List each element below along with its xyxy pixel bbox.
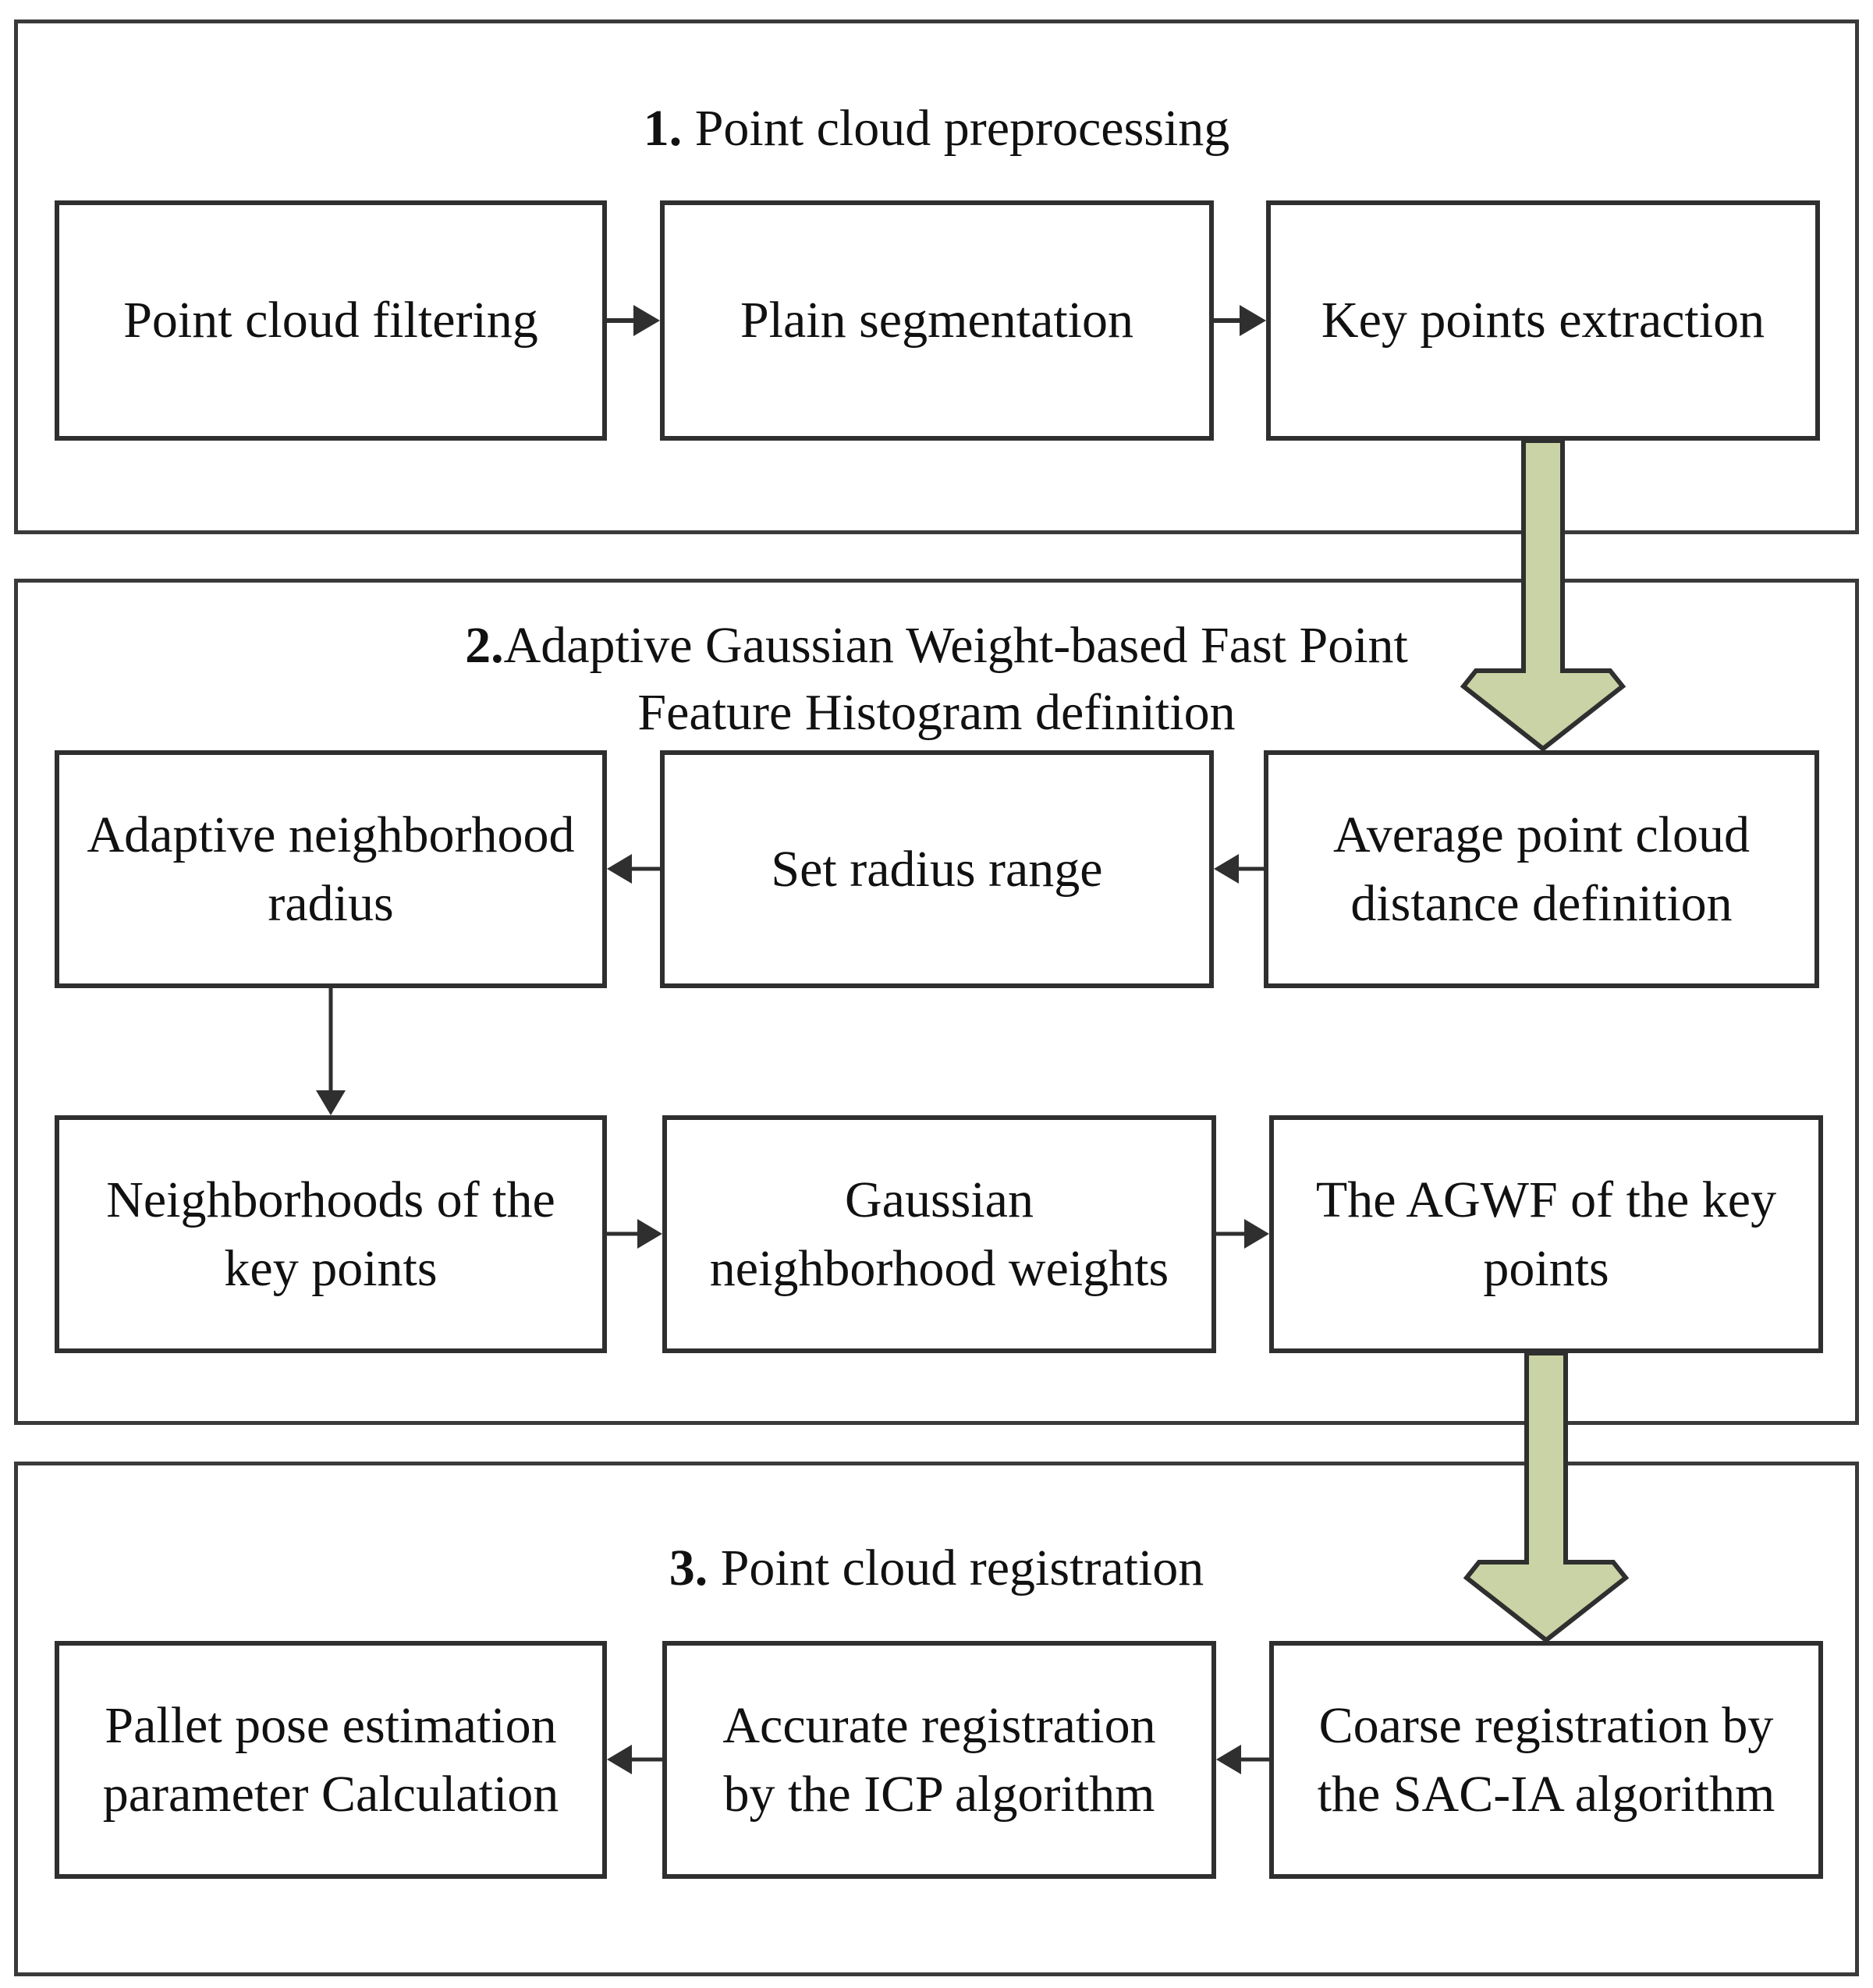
box-key-points-extraction: Key points extraction <box>1266 200 1820 441</box>
section-3-title: 3. Point cloud registration <box>0 1535 1873 1602</box>
arrow-gaussian-to-agwf-head <box>1244 1219 1269 1249</box>
arrow-sacia-to-icp-head <box>1216 1745 1241 1774</box>
section-2-number: 2. <box>465 617 504 674</box>
box-label: Neighborhoods of the key points <box>106 1171 555 1297</box>
box-label: Plain segmentation <box>740 292 1134 349</box>
arrow-radiusrange-to-adaptive-head <box>607 854 632 884</box>
big-arrow-down-1 <box>1460 438 1626 752</box>
section-2-title: 2.Adaptive Gaussian Weight-based Fast Po… <box>0 612 1873 679</box>
box-point-cloud-filtering: Point cloud filtering <box>55 200 607 441</box>
arrow-neighborhoods-to-gaussian-head <box>637 1219 662 1249</box>
box-gaussian-neighborhood-weights: Gaussian neighborhood weights <box>662 1115 1216 1353</box>
box-label: Adaptive neighborhood radius <box>87 806 575 932</box>
section-2-title-line1: Adaptive Gaussian Weight-based Fast Poin… <box>503 617 1408 674</box>
arrow-avgdist-to-radiusrange-head <box>1214 854 1239 884</box>
box-neighborhoods-of-key-points: Neighborhoods of the key points <box>55 1115 607 1353</box>
arrow-icp-to-pallet-head <box>607 1745 632 1774</box>
section-1-number: 1. <box>643 100 683 157</box>
box-adaptive-neighborhood-radius: Adaptive neighborhood radius <box>55 750 607 988</box>
box-label: The AGWF of the key points <box>1315 1171 1777 1297</box>
box-set-radius-range: Set radius range <box>660 750 1214 988</box>
box-label: Set radius range <box>771 840 1103 898</box>
box-label: Coarse registration by the SAC-IA algori… <box>1317 1696 1775 1823</box>
arrow-segmentation-to-keypoints-head <box>1240 305 1266 336</box>
box-plain-segmentation: Plain segmentation <box>660 200 1214 441</box>
box-accurate-registration-icp: Accurate registration by the ICP algorit… <box>662 1641 1216 1879</box>
box-average-point-cloud-distance: Average point cloud distance definition <box>1264 750 1819 988</box>
box-label: Pallet pose estimation parameter Calcula… <box>102 1696 559 1823</box>
box-label: Point cloud filtering <box>123 292 538 349</box>
box-pallet-pose-estimation: Pallet pose estimation parameter Calcula… <box>55 1641 607 1879</box>
section-1-title-text: Point cloud preprocessing <box>694 100 1230 157</box>
section-3-title-text: Point cloud registration <box>720 1540 1204 1596</box>
section-2-title-line2: Feature Histogram definition <box>637 684 1236 741</box>
box-coarse-registration-sac-ia: Coarse registration by the SAC-IA algori… <box>1269 1641 1823 1879</box>
box-label: Accurate registration by the ICP algorit… <box>722 1696 1156 1823</box>
box-label: Average point cloud distance definition <box>1333 806 1750 932</box>
arrow-adaptive-to-neighborhoods-head <box>316 1090 346 1115</box>
section-3-number: 3. <box>669 1540 708 1596</box>
section-1-title: 1. Point cloud preprocessing <box>0 95 1873 162</box>
box-label: Gaussian neighborhood weights <box>709 1171 1169 1297</box>
big-arrow-down-2 <box>1463 1351 1630 1643</box>
arrow-filtering-to-segmentation-head <box>633 305 660 336</box>
box-label: Key points extraction <box>1321 292 1765 349</box>
section-2-title-second-line: Feature Histogram definition <box>0 679 1873 746</box>
